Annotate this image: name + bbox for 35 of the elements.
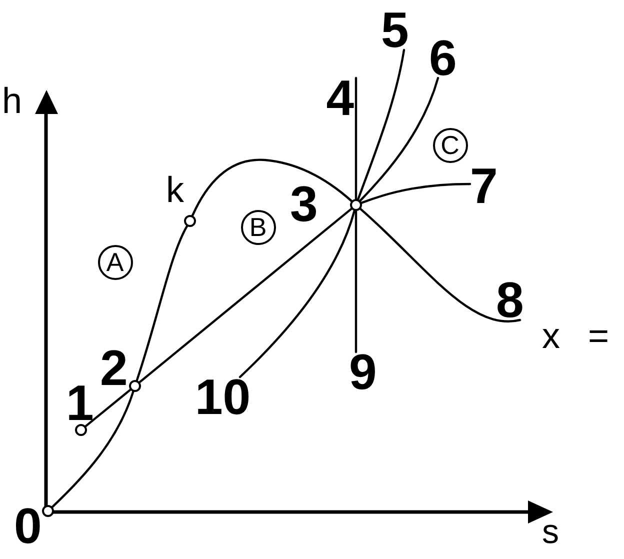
process-line — [354, 76, 358, 200]
boundary-curve — [191, 158, 353, 217]
state-point — [42, 505, 54, 517]
line-number: 7 — [470, 166, 498, 206]
boundary-curve — [359, 208, 522, 322]
process-line — [354, 210, 358, 354]
region-marker: B — [240, 210, 276, 244]
quality-label: x = — [542, 322, 610, 351]
process-curve — [357, 48, 406, 200]
process-line — [84, 388, 132, 428]
region-marker: C — [432, 128, 468, 162]
process-curve — [238, 210, 356, 378]
state-point — [75, 424, 87, 436]
state-point — [184, 215, 196, 227]
process-curve — [360, 182, 472, 204]
point-label: 3 — [290, 184, 318, 224]
state-point — [129, 380, 141, 392]
point-label: 0 — [14, 506, 42, 546]
axis-label: h — [2, 87, 22, 116]
point-label: k — [166, 176, 184, 205]
point-label: 2 — [100, 348, 128, 388]
line-number: 8 — [496, 280, 524, 320]
region-marker: A — [98, 244, 132, 280]
process-curve — [359, 76, 440, 202]
boundary-curve — [136, 225, 188, 382]
process-line — [138, 208, 352, 384]
state-point — [350, 199, 362, 211]
line-number: 10 — [195, 377, 251, 417]
point-label: 1 — [66, 383, 94, 423]
boundary-curve — [51, 390, 134, 508]
line-number: 5 — [381, 10, 409, 50]
axis-label: s — [542, 519, 559, 546]
line-number: 4 — [326, 78, 356, 118]
line-number: 9 — [349, 352, 377, 392]
line-number: 6 — [429, 38, 457, 78]
